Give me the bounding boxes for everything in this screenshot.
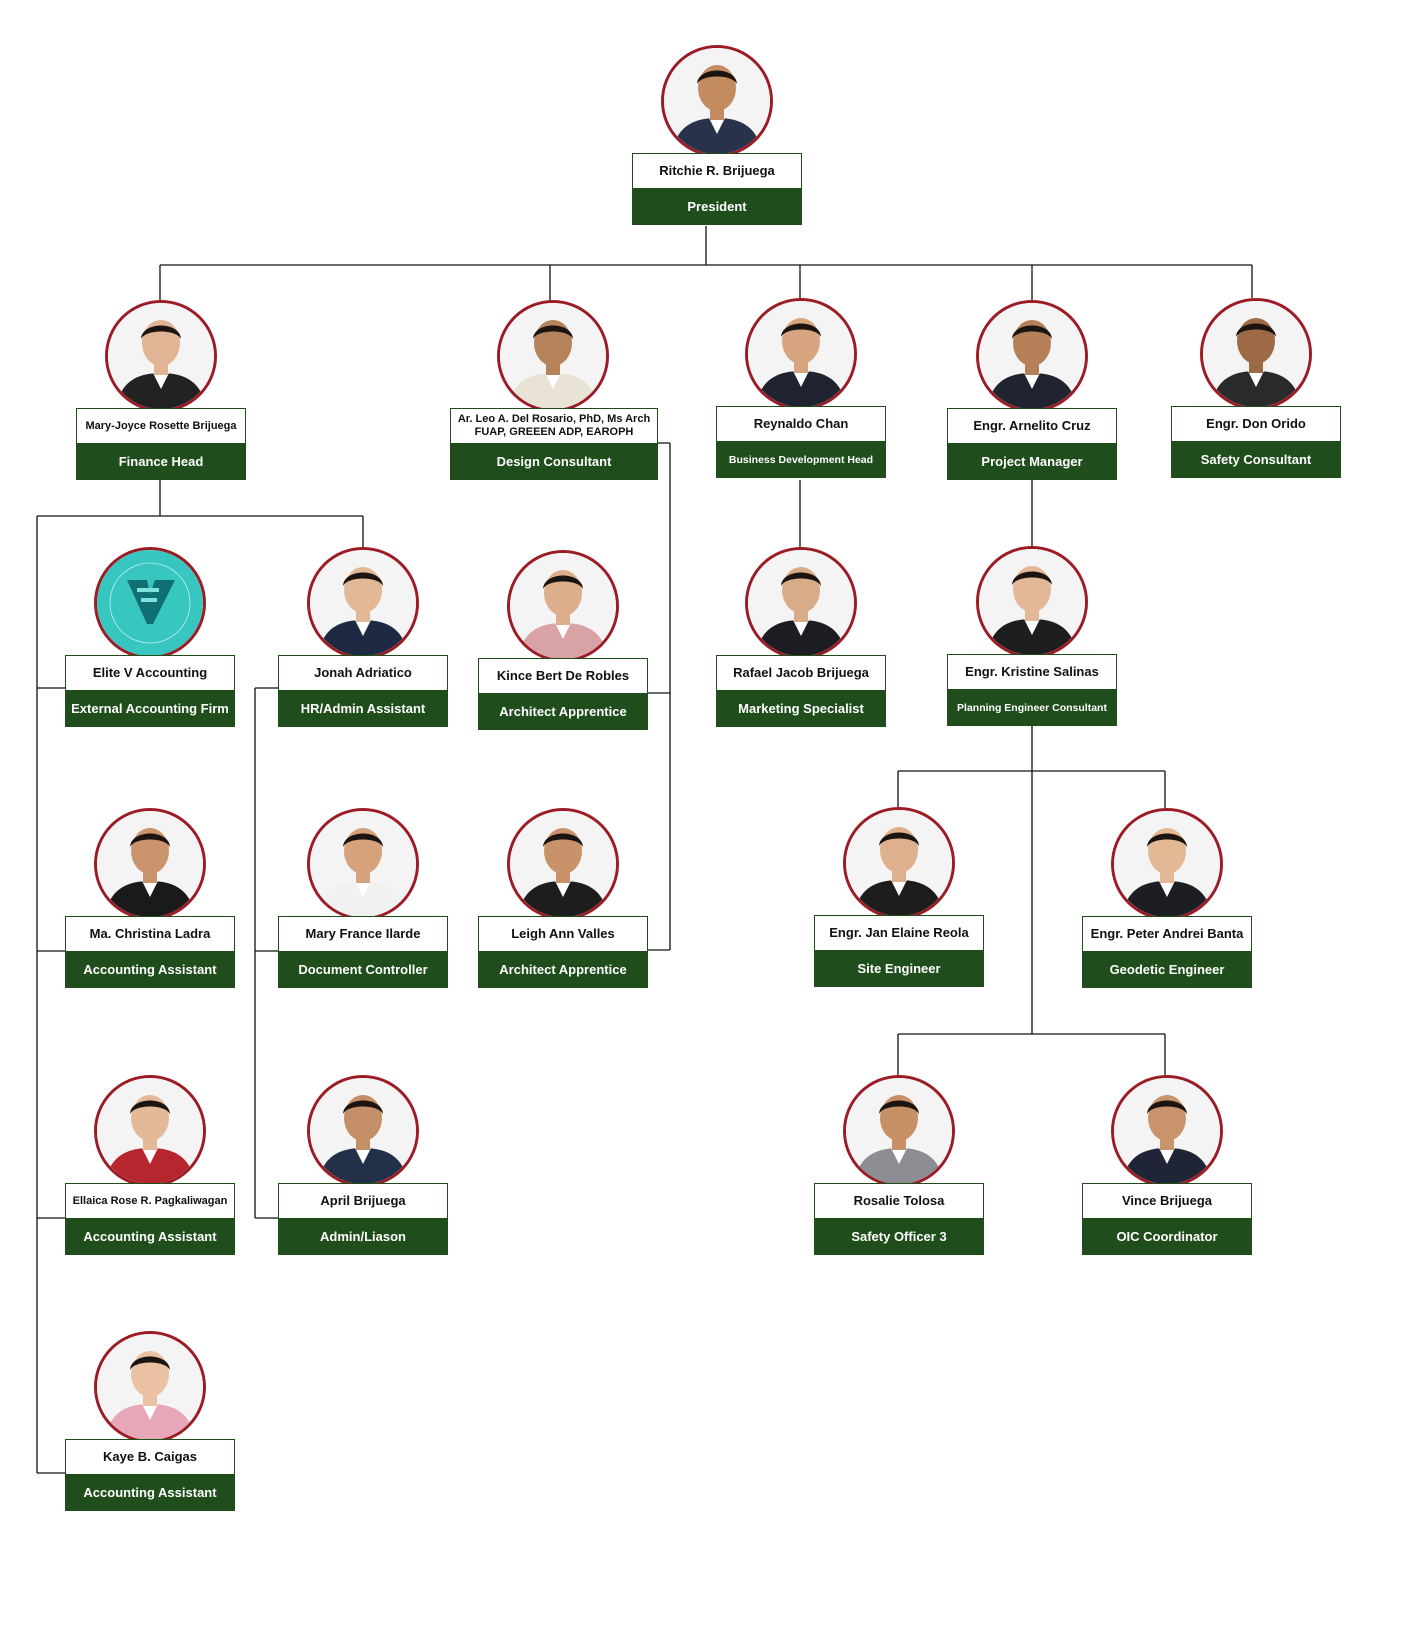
person-photo bbox=[105, 300, 217, 412]
member-name: Ma. Christina Ladra bbox=[65, 916, 235, 952]
member-role: Accounting Assistant bbox=[65, 1218, 235, 1255]
member-name: Reynaldo Chan bbox=[716, 406, 886, 442]
person-photo bbox=[307, 547, 419, 659]
member-role: Design Consultant bbox=[450, 443, 658, 480]
member-name: April Brijuega bbox=[278, 1183, 448, 1219]
member-role: OIC Coordinator bbox=[1082, 1218, 1252, 1255]
person-photo bbox=[745, 298, 857, 410]
member-role: President bbox=[632, 188, 802, 225]
person-photo bbox=[307, 1075, 419, 1187]
member-role: Document Controller bbox=[278, 951, 448, 988]
person-photo bbox=[94, 1075, 206, 1187]
member-name: Engr. Kristine Salinas bbox=[947, 654, 1117, 690]
member-name: Engr. Arnelito Cruz bbox=[947, 408, 1117, 444]
member-role: Accounting Assistant bbox=[65, 951, 235, 988]
member-role: Geodetic Engineer bbox=[1082, 951, 1252, 988]
member-name: Mary France Ilarde bbox=[278, 916, 448, 952]
org-node-design-consultant: Ar. Leo A. Del Rosario, PhD, Ms Arch FUA… bbox=[450, 300, 658, 600]
person-photo bbox=[94, 808, 206, 920]
person-photo bbox=[661, 45, 773, 157]
company-logo bbox=[94, 547, 206, 659]
person-photo bbox=[843, 1075, 955, 1187]
member-name: Rafael Jacob Brijuega bbox=[716, 655, 886, 691]
member-role: Business Development Head bbox=[716, 441, 886, 478]
member-name: Leigh Ann Valles bbox=[478, 916, 648, 952]
member-role: External Accounting Firm bbox=[65, 690, 235, 727]
member-name: Vince Brijuega bbox=[1082, 1183, 1252, 1219]
member-role: Architect Apprentice bbox=[478, 951, 648, 988]
member-name: Ellaica Rose R. Pagkaliwagan bbox=[65, 1183, 235, 1219]
person-photo bbox=[1111, 1075, 1223, 1187]
person-photo bbox=[94, 1331, 206, 1443]
person-photo bbox=[307, 808, 419, 920]
person-photo bbox=[976, 546, 1088, 658]
member-name: Ritchie R. Brijuega bbox=[632, 153, 802, 189]
person-photo bbox=[1200, 298, 1312, 410]
member-role: Architect Apprentice bbox=[478, 693, 648, 730]
person-photo bbox=[745, 547, 857, 659]
member-name: Ar. Leo A. Del Rosario, PhD, Ms Arch FUA… bbox=[450, 408, 658, 444]
member-role: Site Engineer bbox=[814, 950, 984, 987]
member-name: Engr. Don Orido bbox=[1171, 406, 1341, 442]
member-name: Jonah Adriatico bbox=[278, 655, 448, 691]
member-name: Kince Bert De Robles bbox=[478, 658, 648, 694]
member-role: Finance Head bbox=[76, 443, 246, 480]
member-role: Admin/Liason bbox=[278, 1218, 448, 1255]
person-photo bbox=[843, 807, 955, 919]
member-role: HR/Admin Assistant bbox=[278, 690, 448, 727]
member-role: Planning Engineer Consultant bbox=[947, 689, 1117, 726]
member-role: Safety Consultant bbox=[1171, 441, 1341, 478]
person-photo bbox=[976, 300, 1088, 412]
member-role: Accounting Assistant bbox=[65, 1474, 235, 1511]
person-photo bbox=[507, 808, 619, 920]
person-photo bbox=[507, 550, 619, 662]
person-photo bbox=[497, 300, 609, 412]
member-name: Engr. Peter Andrei Banta bbox=[1082, 916, 1252, 952]
member-name: Kaye B. Caigas bbox=[65, 1439, 235, 1475]
member-role: Project Manager bbox=[947, 443, 1117, 480]
member-name: Elite V Accounting bbox=[65, 655, 235, 691]
member-name: Engr. Jan Elaine Reola bbox=[814, 915, 984, 951]
person-photo bbox=[1111, 808, 1223, 920]
member-name: Mary-Joyce Rosette Brijuega bbox=[76, 408, 246, 444]
member-role: Safety Officer 3 bbox=[814, 1218, 984, 1255]
member-role: Marketing Specialist bbox=[716, 690, 886, 727]
member-name: Rosalie Tolosa bbox=[814, 1183, 984, 1219]
